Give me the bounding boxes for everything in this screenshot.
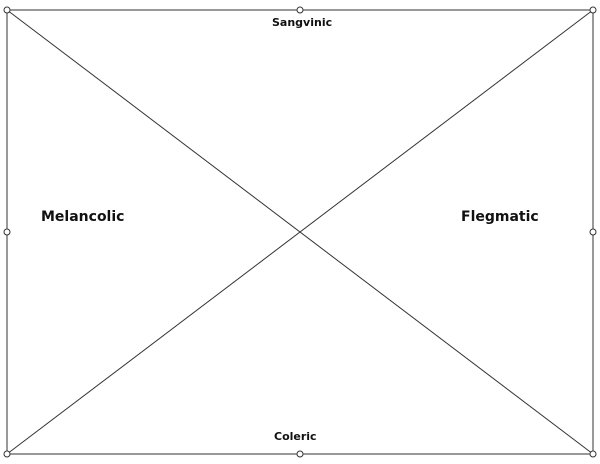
label-coleric: Coleric (274, 430, 317, 443)
resize-handle-bottom-center[interactable] (296, 450, 304, 458)
resize-handle-top-center[interactable] (296, 6, 304, 14)
resize-handle-top-left[interactable] (3, 6, 11, 14)
label-flegmatic: Flegmatic (461, 209, 539, 225)
resize-handle-bottom-left[interactable] (3, 450, 11, 458)
label-sangvinic: Sangvinic (272, 16, 333, 29)
resize-handle-middle-right[interactable] (589, 228, 597, 236)
resize-handle-bottom-right[interactable] (589, 450, 597, 458)
label-melancolic: Melancolic (41, 209, 125, 225)
diagonal-line-tr-bl[interactable] (6, 9, 594, 455)
resize-handle-top-right[interactable] (589, 6, 597, 14)
resize-handle-middle-left[interactable] (3, 228, 11, 236)
